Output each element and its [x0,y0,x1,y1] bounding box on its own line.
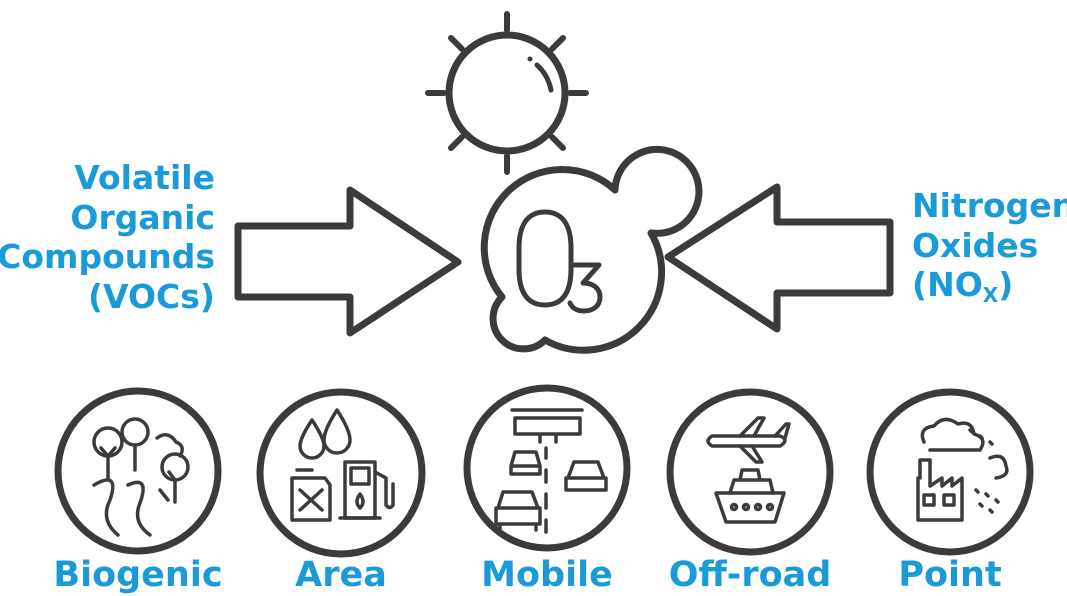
voc-label: Volatile Organic Compounds (VOCs) [0,158,215,316]
voc-arrow [234,186,462,337]
voc-line-2: Organic [70,197,215,237]
source-label-offroad: Off-road [668,555,832,595]
trees-icon [92,417,190,537]
point-circle [866,388,1034,556]
biogenic-circle [54,387,222,555]
mobile-circle [463,384,631,552]
nox-line-2: Oxides [912,225,1039,265]
source-label-point: Point [898,555,1002,595]
nox-line-1: Nitrogen [912,186,1067,225]
factory-icon [916,417,1009,522]
traffic-icon [494,408,608,534]
nox-arrow [664,183,894,333]
nox-open: (NO [912,265,983,305]
nox-line-3: (NOX) [912,265,1067,307]
plane-ship-icon [706,416,791,524]
area-circle [256,388,426,558]
source-label-mobile: Mobile [481,555,613,595]
source-label-area: Area [295,555,387,595]
voc-line-3: Compounds [0,237,215,277]
nox-subscript: X [982,283,999,308]
nox-label: Nitrogen Oxides (NOX) [912,186,1067,307]
sun-icon [425,11,589,175]
fuel-icon [290,408,395,522]
voc-line-1: Volatile [74,158,215,197]
source-label-biogenic: Biogenic [53,555,223,595]
nox-close: ) [998,265,1014,305]
ozone-letter: O [0,0,1,1]
ozone-molecule [480,145,703,354]
offroad-circle [666,388,834,556]
voc-line-4: (VOCs) [87,276,215,316]
